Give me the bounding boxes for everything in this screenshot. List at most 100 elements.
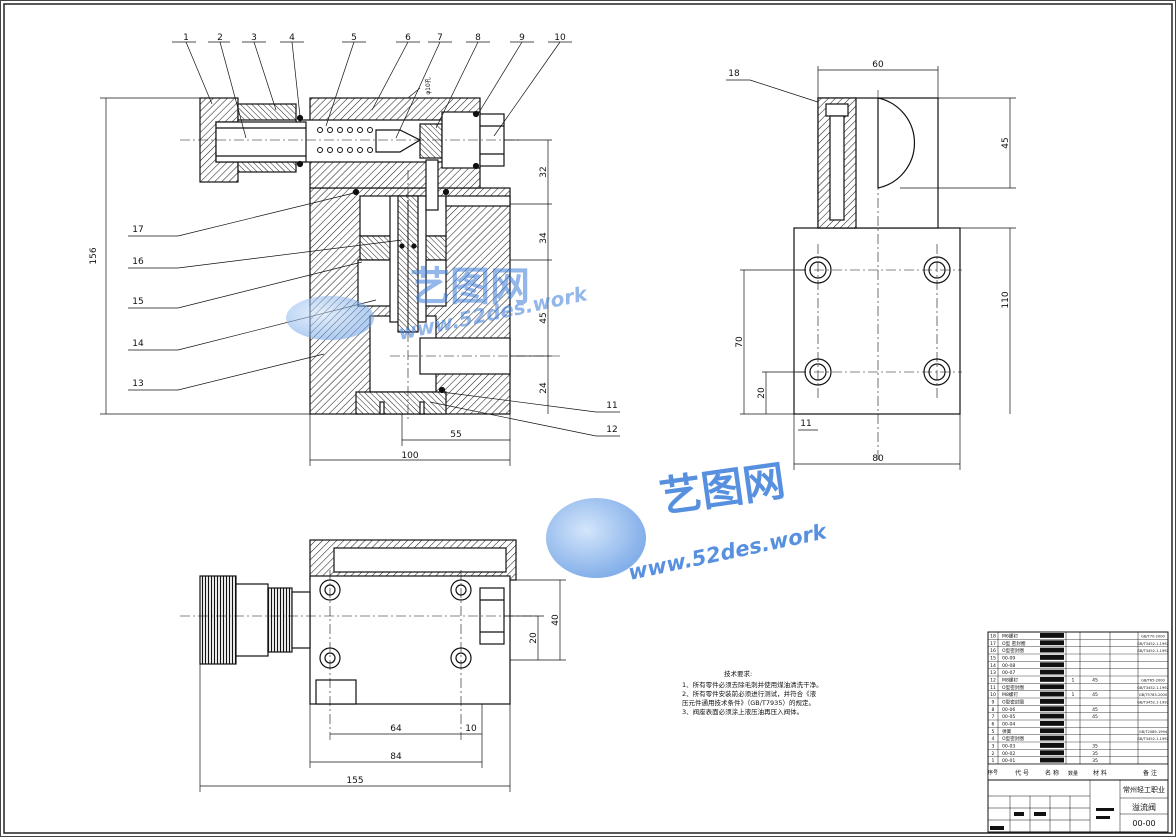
notes-title: 技术要求:: [724, 670, 753, 678]
bom-header-name: 名 称: [1045, 769, 1059, 777]
dim-40: 40: [551, 614, 561, 626]
side-dim-labels: 60 45 110 70 20 11 80: [735, 60, 1011, 464]
balloon-7: 7: [437, 33, 443, 43]
bom-cell-no: 8: [992, 707, 995, 713]
balloon-14: 14: [132, 339, 144, 349]
bom-redaction: [1040, 662, 1064, 668]
dim-70: 70: [735, 336, 745, 348]
balloon-11: 11: [606, 401, 617, 411]
bom-cell-mat: 45: [1092, 692, 1098, 698]
bom-cell-name: 00-06: [1002, 707, 1015, 713]
bom-cell-no: 1: [992, 758, 995, 764]
side-centerlines: [796, 90, 962, 460]
dim-10: 10: [465, 724, 477, 734]
bom-cell-std: GB/T5783-2000: [1139, 693, 1168, 697]
bom-cell-name: M6螺钉: [1002, 633, 1018, 640]
dim-84: 84: [390, 752, 402, 762]
dim-64: 64: [390, 724, 402, 734]
bom-redaction: [1040, 743, 1064, 748]
bom-cell-no: 11: [990, 685, 996, 691]
bom-redaction: [1040, 728, 1064, 734]
balloon-1: 1: [183, 33, 189, 43]
balloon-2: 2: [217, 33, 223, 43]
watermark-globe-icon: [286, 296, 374, 340]
watermark-upper-cn: 艺图网: [410, 264, 530, 310]
dim-side-45: 45: [1001, 137, 1011, 148]
bom-cell-name: 00-08: [1002, 663, 1015, 669]
notes-line-2: 2、所有零件安装前必须进行测试，并符合《液: [682, 690, 817, 698]
balloon-5: 5: [351, 33, 357, 43]
bom-cell-std: GB/T65-2000: [1141, 679, 1165, 683]
top-centerlines: [180, 570, 540, 740]
bom-cell-no: 2: [992, 751, 995, 757]
dim-80: 80: [872, 454, 884, 464]
balloon-13: 13: [132, 379, 143, 389]
bom-header-no: 序号: [988, 769, 998, 776]
bom-redaction: [1040, 655, 1064, 660]
balloon-12: 12: [606, 425, 617, 435]
bom-cell-name: M8螺钉: [1002, 677, 1018, 684]
bom-cell-no: 3: [992, 744, 995, 750]
front-dim-labels: 156 32 34 45 24 55 100 φ10孔: [89, 77, 549, 461]
bom-cell-no: 18: [990, 634, 996, 640]
bom-cell-name: 00-09: [1002, 656, 1015, 662]
balloon-6: 6: [405, 33, 411, 43]
dim-side-20: 20: [757, 387, 767, 399]
title-block: 常州轻工职业 溢流阀 00-00: [987, 779, 1169, 833]
bom-cell-std: GB/T3452.1-1992: [1137, 686, 1169, 690]
bom-cell-name: 弹簧: [1002, 728, 1012, 735]
notes-line-4: 3、阀座表面必须涂上液压油再压入阀体。: [682, 708, 804, 716]
school-name-line1: 常州轻工职业: [1123, 785, 1165, 794]
bom-cell-mat: 35: [1092, 758, 1098, 764]
bom-cell-name: O型 密封圈: [1002, 640, 1026, 647]
balloon-4: 4: [289, 33, 295, 43]
bom-redaction: [1040, 677, 1064, 682]
bom-cell-no: 16: [990, 648, 996, 654]
bom-cell-name: O型密封圈: [1002, 735, 1024, 742]
bom-header-mat: 材 料: [1093, 769, 1107, 777]
bom-redaction: [1040, 757, 1064, 763]
bom-cell-mat: 35: [1092, 744, 1098, 750]
front-dimensions: [100, 87, 552, 466]
bom-cell-std: GB/T2089-1994: [1139, 730, 1168, 734]
dim-55: 55: [450, 430, 461, 440]
balloon-10: 10: [554, 33, 566, 43]
bom-cell-no: 17: [990, 641, 996, 647]
drawing-number: 00-00: [1132, 819, 1155, 828]
bom-cell-no: 10: [990, 692, 996, 698]
bom-cell-name: 00-02: [1002, 751, 1015, 757]
balloon-18: 18: [728, 69, 740, 79]
bom-redaction: [1040, 640, 1064, 646]
balloon-9: 9: [519, 33, 525, 43]
bom-cell-std: GB/T3452.1-1992: [1137, 701, 1169, 705]
bom-redaction: [1040, 633, 1064, 638]
dim-top-20: 20: [529, 632, 539, 644]
bom-cell-no: 14: [990, 663, 996, 669]
top-dimensions: [199, 579, 566, 792]
bom-cell-name: 00-07: [1002, 670, 1015, 676]
balloon-8: 8: [475, 33, 481, 43]
part-balloon-labels: 1 2 3 4 5 6 7 8 9 10 11 12 13 14 15 16 1…: [132, 33, 740, 435]
bom-cell-name: 00-04: [1002, 722, 1015, 728]
part-name: 溢流阀: [1132, 802, 1156, 812]
bom-redaction: [1040, 684, 1064, 690]
balloon-3: 3: [251, 33, 257, 43]
bom-redaction: [1040, 721, 1064, 726]
bom-cell-std: GB/T3452.1-1992: [1137, 649, 1169, 653]
bom-cell-mat: 35: [1092, 751, 1098, 757]
bom-cell-no: 15: [990, 656, 996, 662]
side-view: [793, 97, 961, 415]
dim-24: 24: [539, 382, 549, 394]
dim-156: 156: [89, 247, 99, 264]
dim-34: 34: [539, 232, 549, 244]
bom-cell-qty: 1: [1072, 692, 1075, 698]
top-dim-labels: 40 20 64 10 84 155: [346, 614, 561, 786]
bom-cell-mat: 45: [1092, 714, 1098, 720]
bom-header-code: 代 号: [1015, 769, 1029, 777]
bom-cell-std: GB/T3452.1-1992: [1137, 737, 1169, 741]
bom-header-remark: 备 注: [1143, 769, 1157, 777]
notes-line-3: 压元件通用技术条件》（GB/T7935）的规定。: [682, 699, 815, 707]
